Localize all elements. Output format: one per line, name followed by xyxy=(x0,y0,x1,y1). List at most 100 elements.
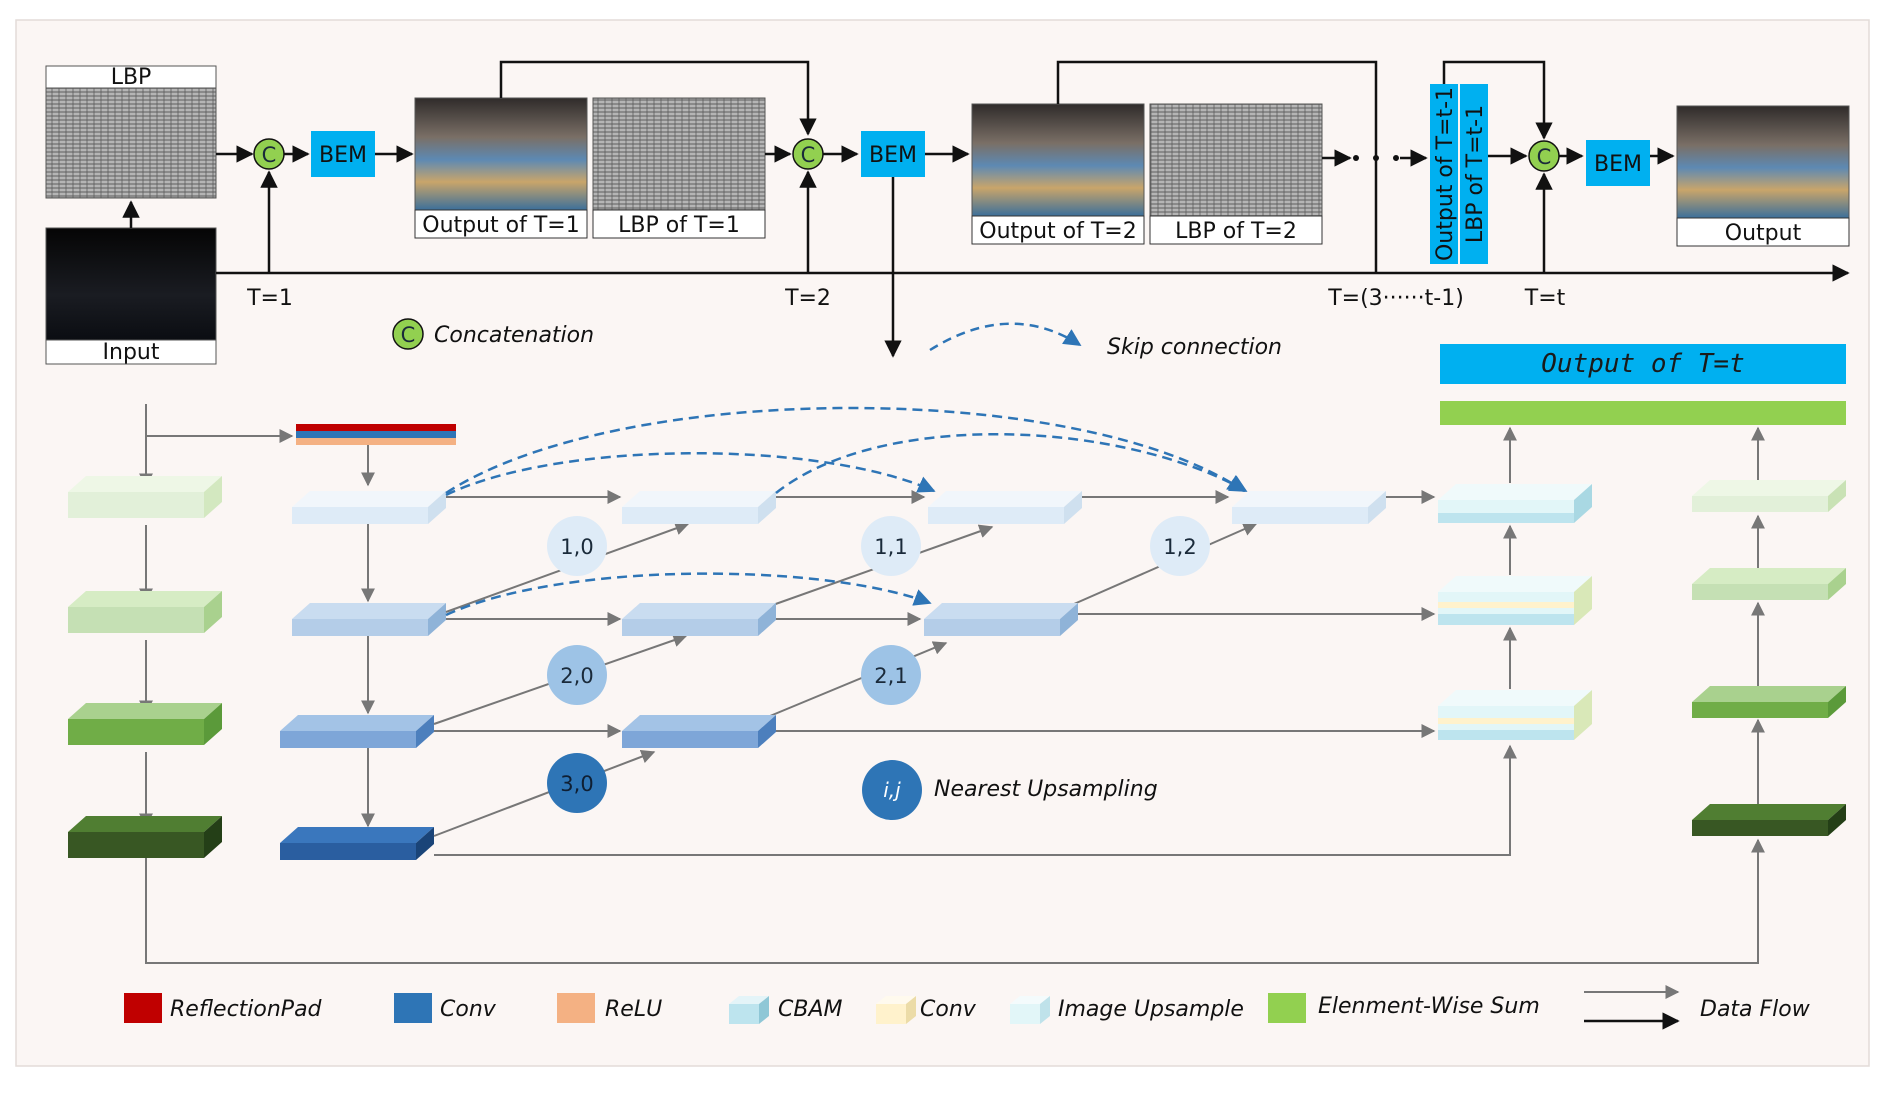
encoder-block-4 xyxy=(68,816,222,858)
cbam-swatch xyxy=(729,996,769,1024)
output-t1-bypass-arrow xyxy=(499,60,817,136)
node-x01 xyxy=(622,491,776,524)
elementwise-sum-bar xyxy=(1440,401,1846,425)
lbp-caption: LBP xyxy=(111,65,152,90)
horizontal-flows xyxy=(434,490,1517,856)
output-tm1-label: Output of T=t-1 xyxy=(1433,87,1458,261)
upsampling-nodes: 1,0 1,1 1,2 2,0 2,1 3,0 i,j Nearest Upsa… xyxy=(547,516,1210,820)
bem-label: BEM xyxy=(869,143,917,168)
lbp-t2-caption: LBP of T=2 xyxy=(1175,219,1297,244)
step-label-mid: T=(3······t-1) xyxy=(1327,286,1464,311)
output-t2-caption: Output of T=2 xyxy=(979,219,1136,244)
bem-label: BEM xyxy=(1594,152,1642,177)
bem-block-3 xyxy=(1586,140,1650,186)
concat-legend-label: Concatenation xyxy=(434,323,594,348)
input-caption-box xyxy=(45,339,217,365)
encoder-block-3 xyxy=(68,703,222,745)
node-x30 xyxy=(280,827,434,860)
ellipsis-dot xyxy=(1393,155,1399,161)
node-x12 xyxy=(924,603,1078,636)
legend-image-upsample: Image Upsample xyxy=(1058,997,1244,1022)
output-t2-image xyxy=(971,103,1145,217)
left-encoder-column xyxy=(68,404,1765,964)
conv-swatch xyxy=(394,993,432,1023)
legend-reflectionpad: ReflectionPad xyxy=(170,997,323,1022)
encoder-block-1 xyxy=(68,476,222,518)
lbp-t2-image xyxy=(1149,103,1323,217)
output-tt-banner xyxy=(1440,344,1846,384)
output-tt-banner-label: Output of T=t xyxy=(1541,349,1745,379)
legend-data-flow: Data Flow xyxy=(1700,997,1811,1022)
decoder-stacks xyxy=(1438,426,1592,740)
node-x10 xyxy=(292,603,446,636)
input-caption: Input xyxy=(103,340,160,365)
upsample-node-3-0 xyxy=(547,753,607,813)
reflectionpad-swatch xyxy=(124,993,162,1023)
green-block-r4 xyxy=(1692,804,1846,836)
lbp-t2-caption-box xyxy=(1149,215,1323,245)
bem-block-1 xyxy=(311,131,375,177)
node-x03 xyxy=(1232,491,1386,524)
upsample-legend-label: Nearest Upsampling xyxy=(934,777,1158,802)
output-t1-caption: Output of T=1 xyxy=(422,213,579,238)
output-caption: Output xyxy=(1725,221,1802,246)
unet-encoder-column xyxy=(280,491,446,860)
upsample-node-label: 1,0 xyxy=(560,535,593,559)
upsample-arrow xyxy=(433,749,656,837)
lbp-t1-caption: LBP of T=1 xyxy=(618,213,740,238)
upsample-node-label: 3,0 xyxy=(560,772,593,796)
concat-symbol: C xyxy=(401,323,416,347)
global-skip-line xyxy=(145,838,1765,964)
upsample-node-label: 1,2 xyxy=(1163,535,1196,559)
decoder-stack-1 xyxy=(1438,484,1592,523)
node-x20 xyxy=(280,715,434,748)
concat-symbol: C xyxy=(262,143,277,167)
input-image xyxy=(45,227,217,341)
output-image xyxy=(1676,105,1850,219)
node-x00 xyxy=(292,491,446,524)
legend-conv: Conv xyxy=(440,997,497,1022)
upsample-node-1-0 xyxy=(547,516,607,576)
legend-cbam: CBAM xyxy=(778,997,843,1022)
step-label-tt: T=t xyxy=(1524,286,1566,311)
upsample-node-1-2 xyxy=(1150,516,1210,576)
legend-elementwise-sum: Elenment-Wise Sum xyxy=(1318,994,1540,1019)
lbp-image xyxy=(45,87,217,199)
figure-panel xyxy=(15,19,1870,1067)
lbp-tm1-label: LBP of T=t-1 xyxy=(1463,105,1488,243)
skip-legend-label: Skip connection xyxy=(1107,335,1282,360)
lbp-t1-caption-box xyxy=(592,209,766,239)
conv-yellow-swatch xyxy=(876,996,916,1024)
node-x11 xyxy=(622,603,776,636)
step-label-t2: T=2 xyxy=(784,286,831,311)
green-block-r1 xyxy=(1692,480,1846,512)
image-upsample-swatch xyxy=(1010,996,1050,1024)
nested-nodes xyxy=(622,491,1386,748)
output-caption-box xyxy=(1676,217,1850,247)
decoder-stack-2 xyxy=(1438,576,1592,625)
concat-legend-icon xyxy=(392,318,424,350)
skip-connection xyxy=(445,406,1246,495)
upsample-legend-icon xyxy=(862,760,922,820)
legend: ReflectionPad Conv ReLU CBAM Conv Image … xyxy=(124,985,1811,1030)
output-tm1-bar xyxy=(1430,84,1458,264)
bem-label: BEM xyxy=(319,143,367,168)
sum-swatch xyxy=(1268,993,1306,1023)
legend-relu: ReLU xyxy=(605,997,662,1022)
upsample-node-label: 1,1 xyxy=(874,535,907,559)
upsample-node-1-1 xyxy=(861,516,921,576)
decoder-stack-3 xyxy=(1438,690,1592,740)
green-block-r2 xyxy=(1692,568,1846,600)
top-pipeline: LBP Input C BEM Output of T=1 LBP of T=1 xyxy=(45,60,1850,365)
upsample-node-2-1 xyxy=(861,645,921,705)
skip-connection xyxy=(445,572,932,617)
step-label-t1: T=1 xyxy=(246,286,293,311)
bem-block-2 xyxy=(861,131,925,177)
output-t2-caption-box xyxy=(971,215,1145,245)
lbp-t1-image xyxy=(592,97,766,211)
right-green-column xyxy=(1692,426,1846,836)
lbp-tm1-bar xyxy=(1460,84,1488,264)
skip-connections xyxy=(445,406,1248,617)
